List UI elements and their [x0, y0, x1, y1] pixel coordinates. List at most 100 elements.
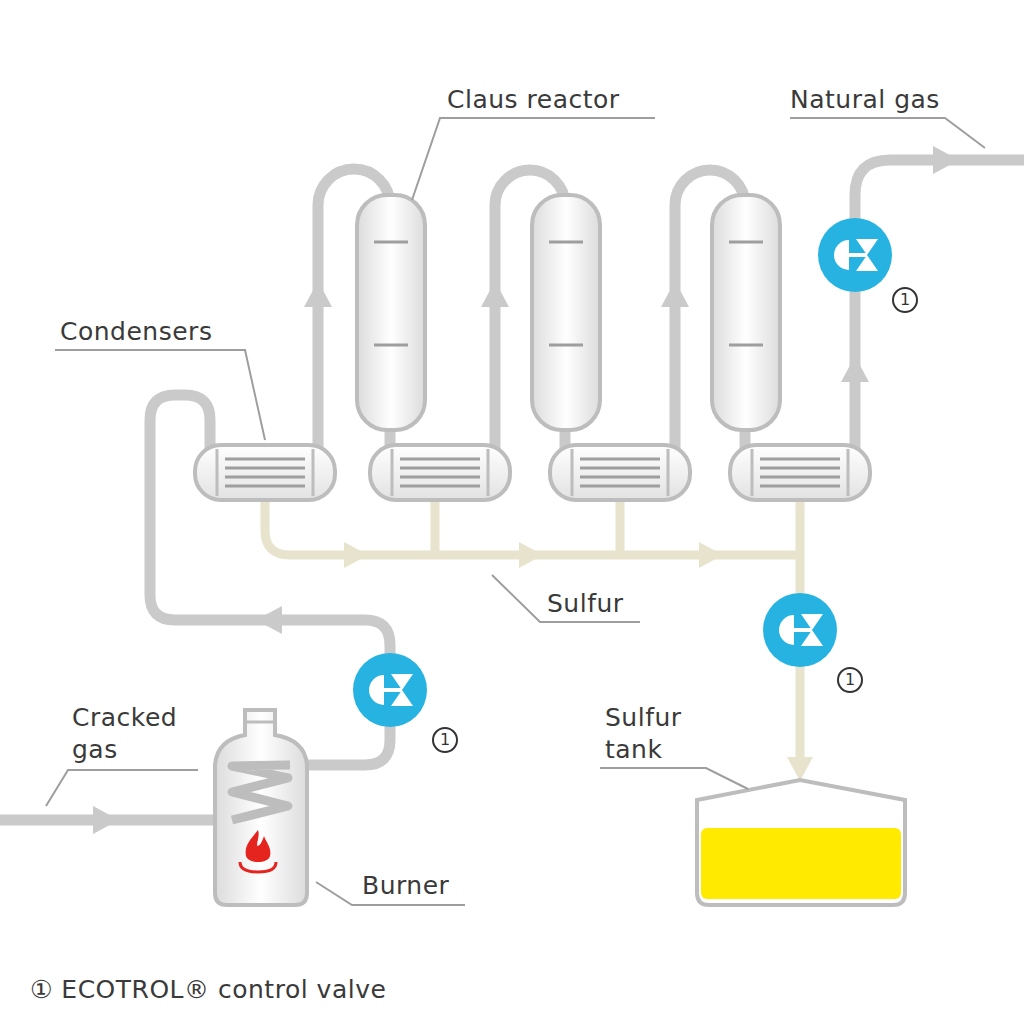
part-label: Sulfur	[547, 588, 657, 620]
flow-arrow	[841, 356, 869, 382]
valve-actuator	[779, 615, 794, 645]
claus-reactors	[357, 195, 780, 430]
condenser-tube	[400, 467, 480, 470]
part-label: Natural gas	[790, 84, 990, 116]
valve-actuator	[369, 675, 384, 705]
flow-arrow	[93, 806, 119, 834]
condenser-tube	[760, 476, 840, 479]
leader-lines	[46, 118, 985, 905]
condenser-tube	[400, 485, 480, 488]
condenser-tube	[400, 458, 480, 461]
leader-line	[55, 350, 265, 440]
reactor-tray	[549, 241, 583, 244]
flow-arrow	[661, 281, 689, 307]
condenser-end	[751, 449, 754, 496]
reactor-tray	[549, 344, 583, 347]
condenser-end	[391, 449, 394, 496]
condenser-tube	[760, 467, 840, 470]
reactor-tray	[374, 241, 408, 244]
claus-reactor	[712, 195, 780, 430]
condenser-tube	[400, 476, 480, 479]
leader-line	[600, 768, 748, 789]
condenser-shell	[370, 445, 510, 500]
claus-reactor	[357, 195, 425, 430]
leader-line	[412, 118, 655, 200]
burner	[215, 710, 307, 905]
gas-pipes	[0, 160, 1024, 820]
flow-arrow	[481, 281, 509, 307]
valve-body	[801, 614, 823, 646]
condenser-tube	[225, 467, 305, 470]
burner-body	[215, 710, 307, 905]
condenser-tube	[225, 476, 305, 479]
valve-body	[856, 239, 878, 271]
flow-arrow	[933, 146, 959, 174]
legend-entry: ① ECOTROL® control valve	[30, 974, 630, 1006]
condenser-shell	[550, 445, 690, 500]
condenser-tube	[580, 476, 660, 479]
valve-stem	[384, 688, 402, 692]
callout-number: 1	[837, 667, 863, 693]
control-valve	[818, 218, 892, 292]
condenser-tube	[580, 467, 660, 470]
sulfur-fill	[701, 828, 901, 899]
condenser	[550, 445, 690, 500]
condenser-shell	[730, 445, 870, 500]
valve-disc	[763, 593, 837, 667]
condenser-tube	[760, 485, 840, 488]
valve-body	[391, 674, 413, 706]
part-label: Burner	[362, 870, 482, 902]
valve-disc	[818, 218, 892, 292]
condenser-tube	[580, 485, 660, 488]
part-label: Cracked gas	[72, 702, 197, 766]
claus-reactor	[532, 195, 600, 430]
condenser-end	[571, 449, 574, 496]
control-valves	[353, 218, 892, 727]
leader-line	[790, 118, 985, 148]
condensers	[195, 445, 870, 500]
condenser-end	[667, 449, 670, 496]
part-label: Condensers	[60, 316, 260, 348]
condenser-tube	[760, 458, 840, 461]
condenser	[370, 445, 510, 500]
burner-coil	[232, 765, 290, 820]
gas-pipe	[855, 160, 1024, 450]
condenser	[195, 445, 335, 500]
reactor-tray	[729, 241, 763, 244]
condenser	[730, 445, 870, 500]
tank-body	[697, 780, 905, 905]
valve-actuator	[834, 240, 849, 270]
valve-stem	[849, 253, 867, 257]
flow-arrow	[304, 281, 332, 307]
flame-base	[240, 862, 276, 872]
sulfur-tank	[697, 780, 905, 905]
sulfur-arrow	[699, 542, 723, 568]
sulfur-arrow	[787, 757, 813, 781]
control-valve	[763, 593, 837, 667]
reactor-tray	[374, 344, 408, 347]
flame	[246, 830, 271, 862]
sulfur-arrow	[344, 542, 368, 568]
condenser-end	[847, 449, 850, 496]
control-valve	[353, 653, 427, 727]
reactor-vessel	[712, 195, 780, 430]
reactor-vessel	[532, 195, 600, 430]
condenser-tube	[225, 458, 305, 461]
leader-line	[46, 770, 198, 806]
flow-arrows	[93, 146, 959, 834]
sulfur-line	[616, 495, 625, 555]
callout-number: 1	[892, 287, 918, 313]
sulfur-lines	[265, 495, 800, 772]
condenser-end	[312, 449, 315, 496]
flow-arrow	[256, 606, 282, 634]
valve-stem	[794, 628, 812, 632]
condenser-end	[216, 449, 219, 496]
condenser-tube	[580, 458, 660, 461]
reactor-tray	[729, 344, 763, 347]
valve-disc	[353, 653, 427, 727]
condenser-end	[487, 449, 490, 496]
callout-number: 1	[432, 727, 458, 753]
condenser-tube	[225, 485, 305, 488]
